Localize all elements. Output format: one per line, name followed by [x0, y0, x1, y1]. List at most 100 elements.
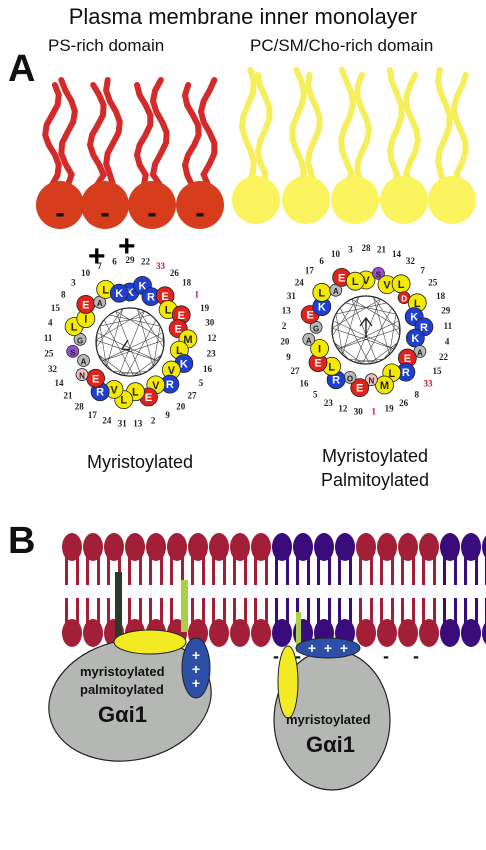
purple-lipid-tail [286, 598, 289, 628]
red-lipid-tail [422, 598, 425, 628]
left-basic-patch [181, 637, 211, 699]
right-wheel-arrow-icon [359, 316, 373, 338]
panel-b-label: B [8, 520, 36, 562]
palmitoyl-anchor [181, 580, 188, 632]
right-wheel-caption-line1: Myristoylated [321, 446, 429, 466]
right-wheel-residue-letter: E [338, 272, 345, 284]
left-wheel-wheel-spoke [103, 314, 110, 321]
pc-tail [305, 72, 323, 188]
purple-lipid-tail [443, 555, 446, 585]
red-lipid-tail [380, 555, 383, 585]
left-wheel-residue-letter: L [176, 345, 183, 357]
right-wheel-residue-number: 5 [313, 389, 318, 399]
myristoyl-anchor-right [296, 612, 301, 652]
right-wheel-residue-letter: O [347, 374, 353, 383]
right-wheel-residue-letter: L [328, 361, 335, 373]
left-wheel-wheel-spoke [133, 354, 162, 377]
left-wheel-wheel-spoke [98, 354, 113, 372]
right-wheel-wheel-core [331, 295, 401, 365]
right-wheel-residue-number: 15 [433, 366, 443, 376]
ps-tail [149, 77, 170, 188]
left-wheel-residue-letter: M [183, 334, 192, 346]
right-wheel-residue-number: 27 [290, 366, 300, 376]
right-wheel-residue-number: 18 [436, 291, 446, 301]
left-wheel-wheel-spoke [150, 314, 157, 321]
negative-charge-mark: - [100, 197, 109, 228]
purple-lipid-head-top [440, 533, 460, 561]
right-wheel-residue-letter: L [398, 279, 405, 291]
left-wheel-residue-number: 7 [97, 261, 102, 271]
membrane-negative-mark: - [273, 646, 279, 666]
ps-tail [86, 82, 107, 188]
right-wheel-wheel-spoke [369, 342, 398, 365]
red-lipid-tail [97, 555, 100, 585]
right-wheel-wheel-spoke [335, 302, 387, 315]
purple-lipid-tail [475, 598, 478, 628]
left-wheel-residue-letter: K [126, 287, 134, 299]
red-lipid-head-top [104, 533, 124, 561]
right-wheel-wheel-spoke [333, 320, 395, 350]
left-wheel-residue [75, 368, 89, 381]
right-wheel-residue-number: 25 [428, 277, 438, 287]
pc-headgroup [331, 176, 379, 224]
red-lipid-tail [160, 598, 163, 628]
right-wheel-residue-number: 33 [423, 379, 433, 389]
red-lipid-tail [212, 555, 215, 585]
right-wheel-wheel-spoke [337, 320, 399, 350]
red-lipid-tail [370, 598, 373, 628]
red-lipid-tail [139, 598, 142, 628]
left-wheel-wheel-spoke [112, 370, 141, 375]
red-lipid-tail [433, 555, 436, 585]
left-wheel-residue-letter: L [102, 284, 109, 296]
right-wheel-residue [345, 271, 365, 291]
right-wheel-residue-letter: E [306, 309, 313, 321]
ps-headgroup [176, 181, 224, 229]
left-wheel-arrow-icon [120, 339, 131, 351]
left-wheel-residue-number: 27 [187, 391, 197, 401]
left-wheel-wheel-spoke [118, 311, 145, 375]
purple-lipid-tail [317, 555, 320, 585]
right-wheel-residue-letter: G [313, 324, 319, 333]
right-wheel-residue-number: 4 [445, 337, 450, 347]
left-wheel-residue-number: 11 [44, 333, 53, 343]
right-wheel-residue-letter: D [401, 295, 407, 304]
red-lipid-head-top [209, 533, 229, 561]
pc-tail [434, 67, 453, 188]
right-wheel-wheel-spoke [373, 296, 390, 355]
pc-tail [289, 67, 308, 188]
left-wheel-residue-number: 29 [126, 255, 136, 265]
right-wheel-residue-number: 16 [300, 379, 310, 389]
red-lipid-head-top [125, 533, 145, 561]
ps-headgroup [36, 181, 84, 229]
right-wheel-wheel-spoke [331, 298, 381, 329]
right-wheel-residue-letter: L [414, 298, 421, 310]
left-wheel-wheel-spoke [96, 332, 98, 348]
purple-lipid-tail [275, 598, 278, 628]
left-wheel-residue-letter: V [168, 365, 176, 377]
left-wheel-residue-number: 15 [51, 303, 61, 313]
right-protein-line1: myristoylated [286, 712, 371, 727]
right-wheel-wheel-spoke [342, 296, 359, 355]
right-wheel-residue-letter: E [404, 353, 411, 365]
left-wheel-wheel-spoke [137, 308, 154, 367]
purple-lipid-tail [296, 555, 299, 585]
left-wheel-residue-letter: G [77, 336, 83, 345]
right-protein-name: Gαi1 [306, 732, 355, 757]
left-wheel-residue-letter: K [115, 288, 123, 300]
red-lipid-tail [244, 555, 247, 585]
ps-headgroup [81, 181, 129, 229]
red-lipid-tail [76, 555, 79, 585]
right-wheel-residue-letter: R [332, 375, 340, 387]
right-wheel-wheel-spoke [332, 320, 334, 336]
left-wheel-residue-number: 5 [199, 378, 204, 388]
red-lipid-tail [149, 555, 152, 585]
purple-lipid-head-top [335, 533, 355, 561]
purple-lipid-tail [464, 555, 467, 585]
red-lipid-tail [139, 555, 142, 585]
pc-headgroup [232, 176, 280, 224]
right-wheel-residue-number: 2 [282, 321, 287, 331]
red-lipid-head-top [356, 533, 376, 561]
purple-lipid-tail [349, 555, 352, 585]
right-wheel-wheel-spoke [351, 298, 401, 329]
